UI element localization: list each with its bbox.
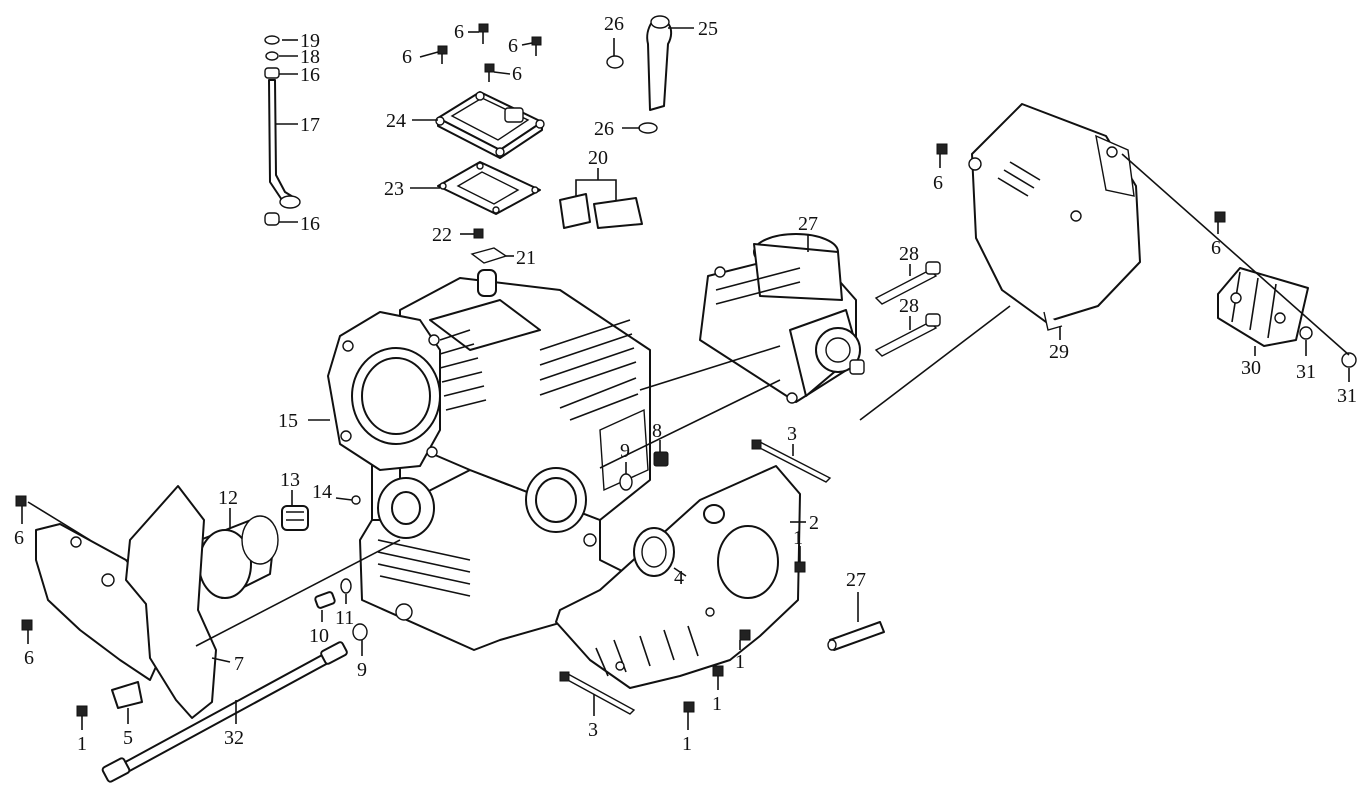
callout-2: 2	[809, 512, 819, 534]
callout-10: 10	[309, 625, 329, 647]
callout-1-e: 1	[77, 733, 87, 755]
callout-12: 12	[218, 487, 238, 509]
long-bolts	[559, 439, 832, 715]
dowel-pin	[827, 621, 885, 651]
callout-6-b: 6	[508, 35, 518, 57]
callout-19: 19	[300, 30, 320, 52]
front-cover	[15, 485, 217, 719]
callout-8: 8	[652, 420, 662, 442]
callout-5: 5	[123, 727, 133, 749]
callout-29: 29	[1049, 341, 1069, 363]
breather-hose	[606, 15, 673, 134]
clip	[111, 681, 143, 709]
callout-30: 30	[1241, 357, 1261, 379]
valve-cover-gasket	[437, 161, 541, 215]
cover-bolts	[437, 23, 542, 82]
crankcase	[327, 269, 651, 651]
callout-3-b: 3	[588, 719, 598, 741]
callout-1-c: 1	[712, 693, 722, 715]
callout-26-bottom: 26	[594, 118, 614, 140]
callout-16-bottom: 16	[300, 213, 320, 235]
oil-seal	[633, 527, 675, 577]
callout-27-starter: 27	[798, 213, 818, 235]
callout-16-top: 16	[300, 64, 320, 86]
callout-25: 25	[698, 18, 718, 40]
starter-motor	[699, 233, 865, 404]
callout-6-a: 6	[454, 21, 464, 43]
callout-22: 22	[432, 224, 452, 246]
callout-7: 7	[234, 653, 244, 675]
valve-cover	[435, 91, 545, 159]
callout-6-h: 6	[24, 647, 34, 669]
oil-pipe	[101, 591, 348, 783]
callout-1-a: 1	[793, 527, 803, 549]
callout-15: 15	[278, 410, 298, 432]
callout-26-top: 26	[604, 13, 624, 35]
callout-18: 18	[300, 46, 320, 68]
side-cover	[968, 103, 1141, 331]
callout-11: 11	[335, 607, 354, 629]
callout-23: 23	[384, 178, 404, 200]
small-bolts	[76, 561, 806, 717]
dipstick-assembly	[264, 35, 301, 226]
callout-4: 4	[674, 567, 684, 589]
callout-28-top: 28	[899, 243, 919, 265]
leader-lines	[21, 27, 1350, 730]
callout-14: 14	[312, 481, 332, 503]
callout-6-d: 6	[512, 63, 522, 85]
callout-24: 24	[386, 110, 406, 132]
callout-6-e: 6	[933, 172, 943, 194]
bracket-parts	[470, 228, 508, 264]
callout-9-b: 9	[357, 659, 367, 681]
callout-32: 32	[224, 727, 244, 749]
rubber-blocks	[559, 193, 643, 229]
callout-17: 17	[300, 114, 320, 136]
callout-13: 13	[280, 469, 300, 491]
rectifier-block	[936, 143, 1357, 368]
starter-bolts	[874, 261, 941, 357]
drain-parts	[340, 451, 669, 641]
callout-6-c: 6	[402, 46, 412, 68]
gear-cover	[555, 465, 801, 689]
callout-9-a: 9	[620, 440, 630, 462]
callout-3-a: 3	[787, 423, 797, 445]
callout-1-b: 1	[735, 651, 745, 673]
callout-6-g: 6	[14, 527, 24, 549]
callout-labels: 19 18 16 17 16 6 6 6 6 24 23 22 21 26 25…	[14, 13, 1357, 755]
callout-1-d: 1	[682, 733, 692, 755]
oil-filter	[198, 495, 361, 599]
callout-21: 21	[516, 247, 536, 269]
callout-27-pin: 27	[846, 569, 866, 591]
callout-20: 20	[588, 147, 608, 169]
callout-31-b: 31	[1337, 385, 1357, 407]
callout-31-a: 31	[1296, 361, 1316, 383]
callout-28-bottom: 28	[899, 295, 919, 317]
callout-6-f: 6	[1211, 237, 1221, 259]
